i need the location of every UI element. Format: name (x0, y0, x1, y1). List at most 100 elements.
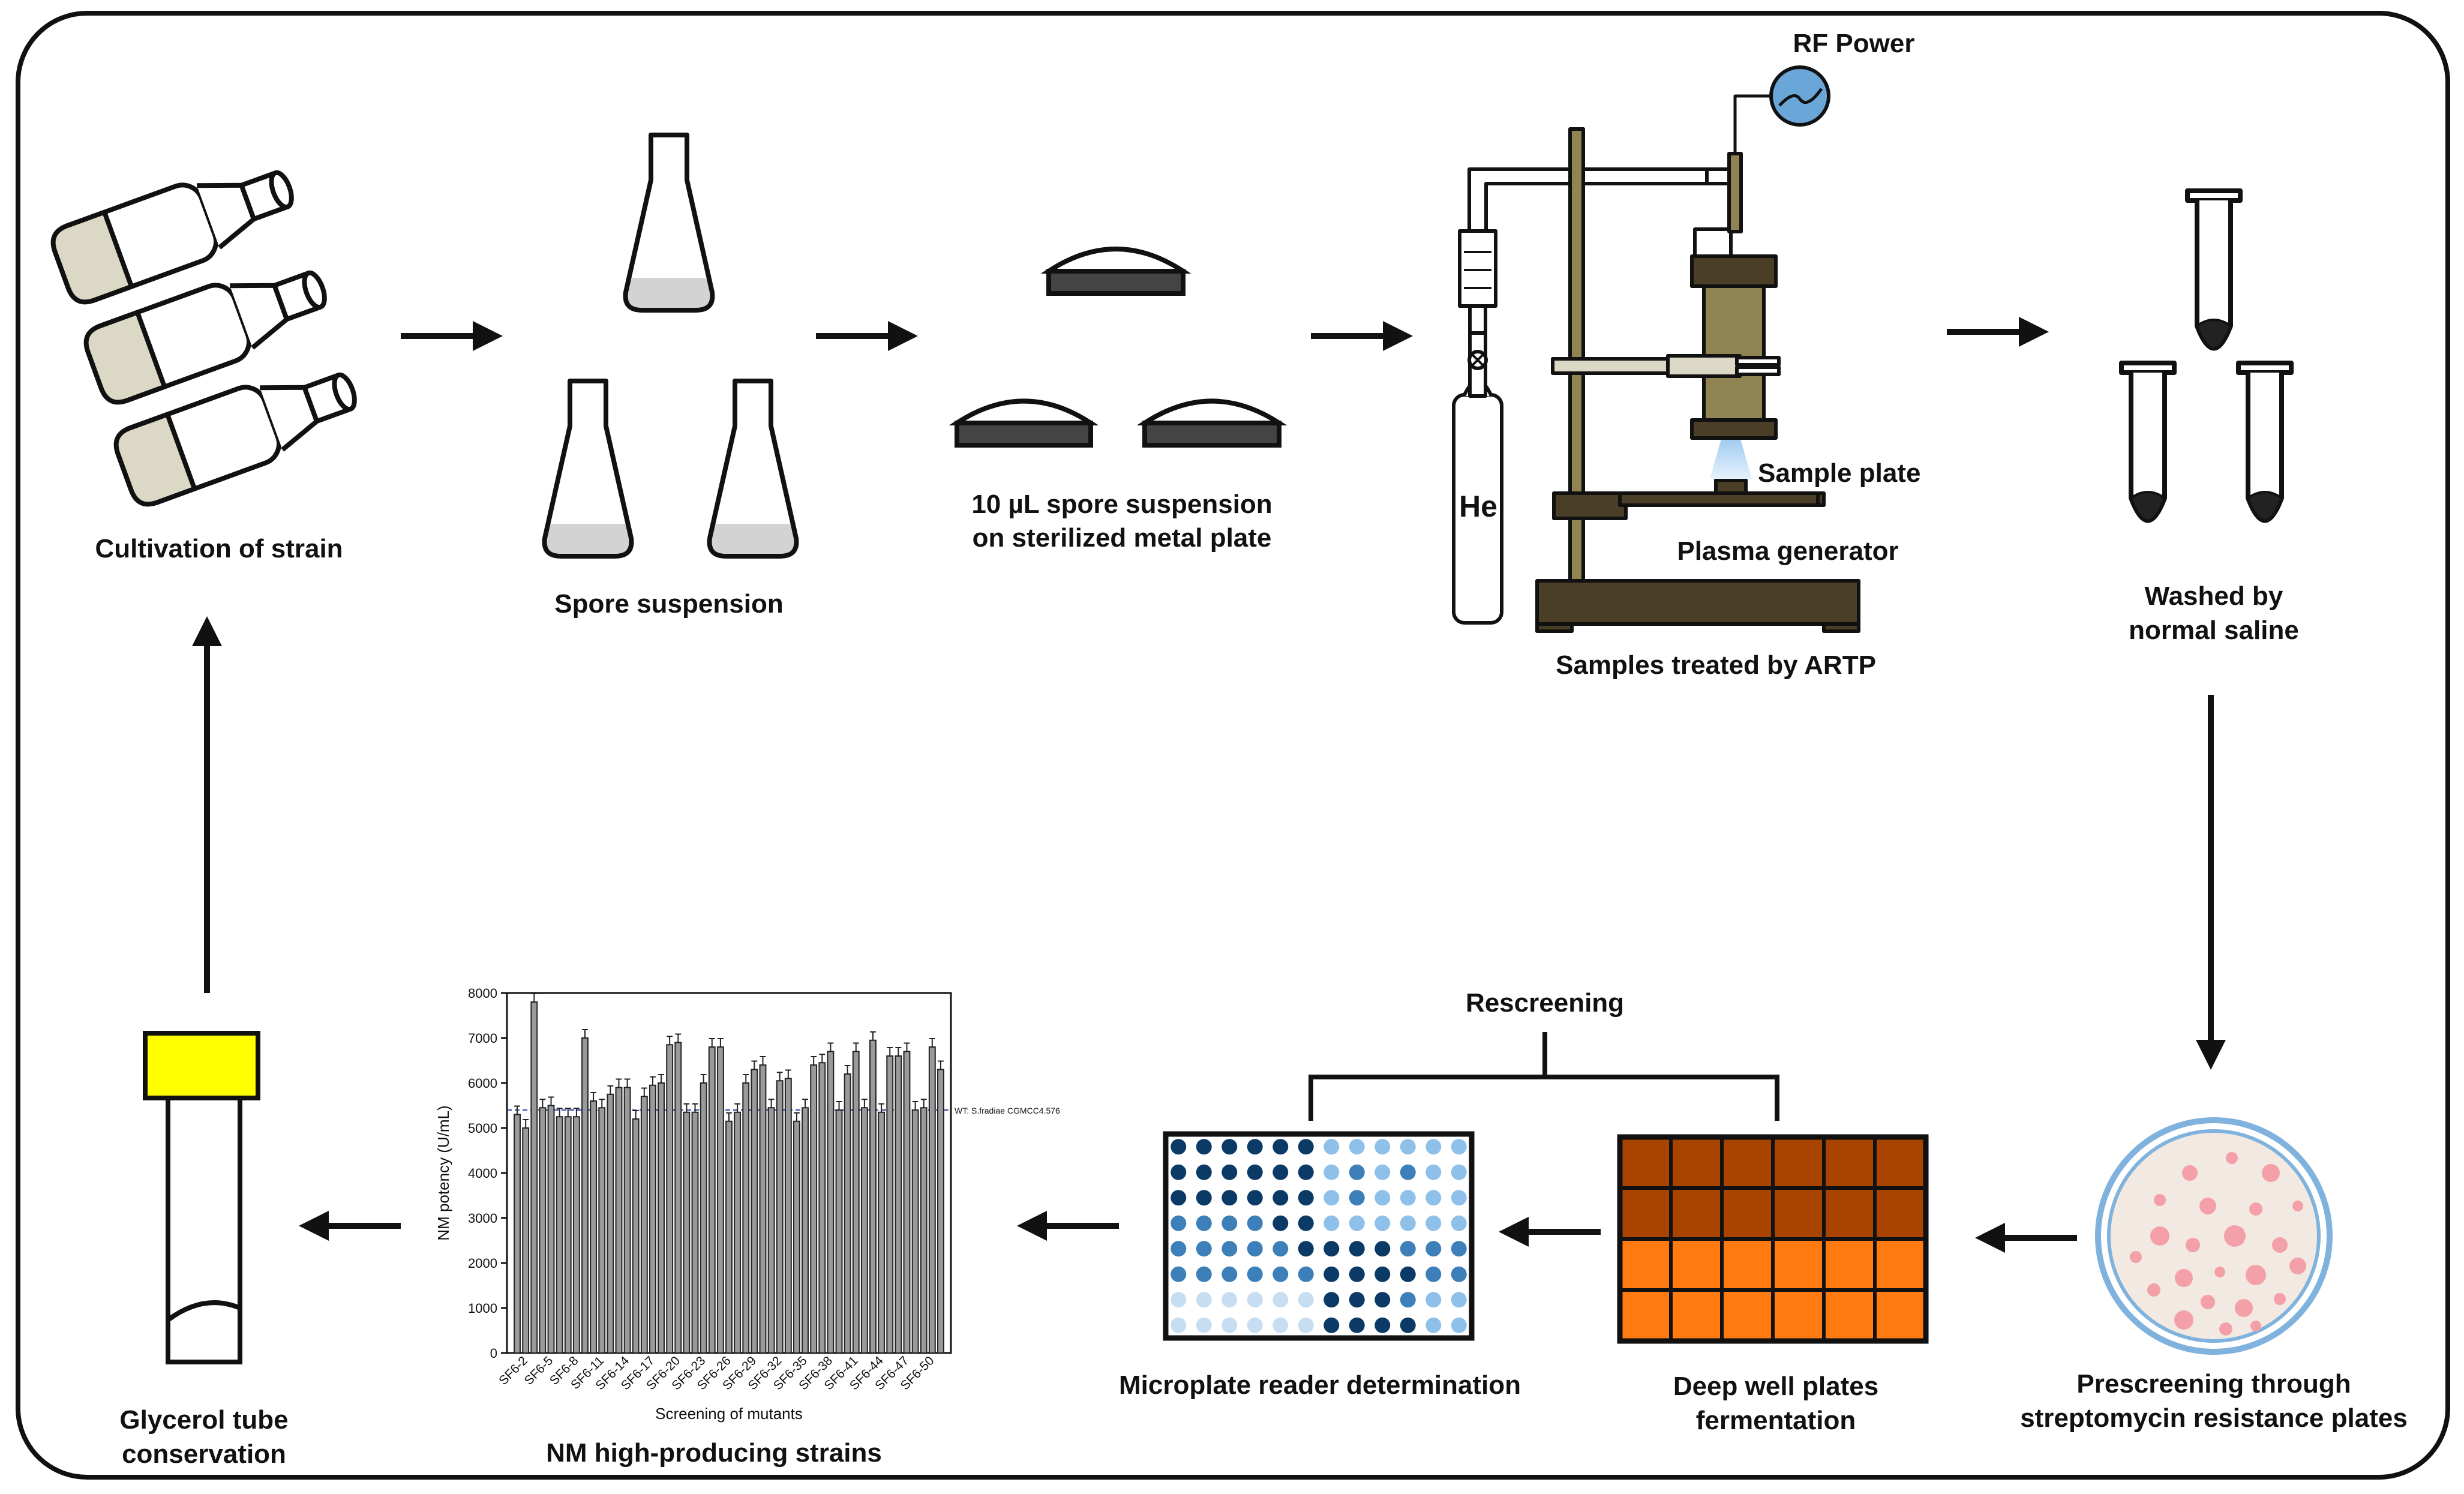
microplate-well (1222, 1317, 1238, 1333)
metal-plate-1 (1040, 247, 1192, 296)
microplate-well (1247, 1215, 1263, 1231)
label-he: He (1459, 490, 1497, 523)
microplate-well (1425, 1215, 1442, 1231)
bar (615, 1087, 623, 1354)
label-metal-plate-1: 10 µL spore suspension (971, 490, 1272, 519)
bar (734, 1111, 742, 1354)
bar (767, 1107, 775, 1354)
microplate-well (1451, 1190, 1467, 1206)
microplate-well (1425, 1241, 1442, 1257)
microplate-well (1323, 1139, 1340, 1155)
deep-well (1771, 1186, 1826, 1241)
x-tick-label: SF6-2 (496, 1354, 530, 1388)
microplate-well (1272, 1241, 1289, 1257)
microplate-well (1222, 1190, 1238, 1206)
microplate-well (1247, 1139, 1263, 1155)
microplate-well (1374, 1164, 1391, 1180)
deep-well (1771, 1288, 1826, 1343)
microplate-well (1374, 1266, 1391, 1282)
label-glycerol-2: conservation (122, 1439, 286, 1469)
microplate-well (1349, 1190, 1365, 1206)
microplate-well (1171, 1190, 1187, 1206)
microplate-well (1349, 1266, 1365, 1282)
x-axis-title: Screening of mutants (655, 1405, 803, 1423)
bar (827, 1051, 835, 1354)
microplate-well (1247, 1292, 1263, 1308)
y-tick-label: 0 (490, 1346, 497, 1361)
microplate-well (1222, 1266, 1238, 1282)
microplate-well (1425, 1139, 1442, 1155)
deep-well (1822, 1186, 1877, 1241)
microplate-well (1323, 1215, 1340, 1231)
bar (649, 1084, 656, 1354)
y-tick-label: 5000 (468, 1121, 497, 1136)
sample-stage (1552, 491, 1628, 520)
culture-bottle-1 (50, 170, 294, 305)
microplate-well (1349, 1317, 1365, 1333)
deep-well (1618, 1237, 1673, 1292)
diagram-frame (16, 11, 2450, 1480)
label-prescreening-1: Prescreening through (2076, 1369, 2351, 1399)
y-tick-label: 8000 (468, 986, 497, 1001)
deep-well (1618, 1135, 1673, 1190)
deep-well (1873, 1237, 1928, 1292)
bar (683, 1111, 691, 1354)
microplate-well (1323, 1164, 1340, 1180)
label-washed-1: Washed by (2144, 581, 2283, 611)
microplate-well (1451, 1164, 1467, 1180)
bar (716, 1046, 724, 1354)
y-tick-label: 7000 (468, 1031, 497, 1046)
deep-well (1618, 1288, 1673, 1343)
microplate-well (1171, 1139, 1187, 1155)
microplate-well (1400, 1190, 1416, 1206)
bar (539, 1107, 547, 1354)
label-nm-strains: NM high-producing strains (546, 1438, 882, 1468)
deep-well (1720, 1186, 1775, 1241)
bar (607, 1093, 614, 1354)
microplate-well (1298, 1190, 1314, 1206)
deep-well (1669, 1288, 1724, 1343)
label-metal-plate-2: on sterilized metal plate (972, 523, 1272, 553)
bar (581, 1037, 589, 1354)
microplate-well (1451, 1215, 1467, 1231)
deep-well-plate (1617, 1134, 1929, 1344)
bar (632, 1118, 640, 1354)
culture-bottle-3 (113, 372, 357, 507)
culture-bottles (50, 170, 357, 507)
label-rf-power: RF Power (1793, 29, 1915, 58)
microplate-well (1298, 1292, 1314, 1308)
label-artp: Samples treated by ARTP (1556, 650, 1876, 680)
deep-well-plate-frame (1617, 1134, 1929, 1344)
tube-1 (2185, 188, 2243, 351)
microplate-well (1323, 1317, 1340, 1333)
artp-apparatus (1452, 65, 1860, 633)
bar (556, 1116, 563, 1354)
microplate-well (1451, 1317, 1467, 1333)
metal-plate-3 (1136, 398, 1287, 448)
label-spore: Spore suspension (554, 589, 784, 619)
bar (522, 1127, 530, 1354)
bar (895, 1055, 902, 1354)
microplate-well (1171, 1292, 1187, 1308)
label-deepwell-1: Deep well plates (1673, 1372, 1879, 1401)
deep-well (1618, 1186, 1673, 1241)
microplate-well (1451, 1266, 1467, 1282)
microplate-well (1425, 1292, 1442, 1308)
bar (886, 1055, 894, 1354)
bar (547, 1105, 555, 1354)
microplate-well (1425, 1317, 1442, 1333)
bar (869, 1039, 877, 1354)
tube-2 (2119, 361, 2177, 523)
microplate-well (1247, 1190, 1263, 1206)
colonies (2130, 1152, 2306, 1336)
centrifuge-tubes (2119, 188, 2294, 523)
microplate-well (1171, 1241, 1187, 1257)
deep-well (1771, 1135, 1826, 1190)
petri-dish (2095, 1117, 2333, 1355)
bar (818, 1062, 826, 1354)
deep-well (1720, 1288, 1775, 1343)
microplate-well (1349, 1241, 1365, 1257)
rescreening-bracket (1308, 1032, 1779, 1121)
microplate-well (1400, 1241, 1416, 1257)
bar (920, 1107, 928, 1354)
